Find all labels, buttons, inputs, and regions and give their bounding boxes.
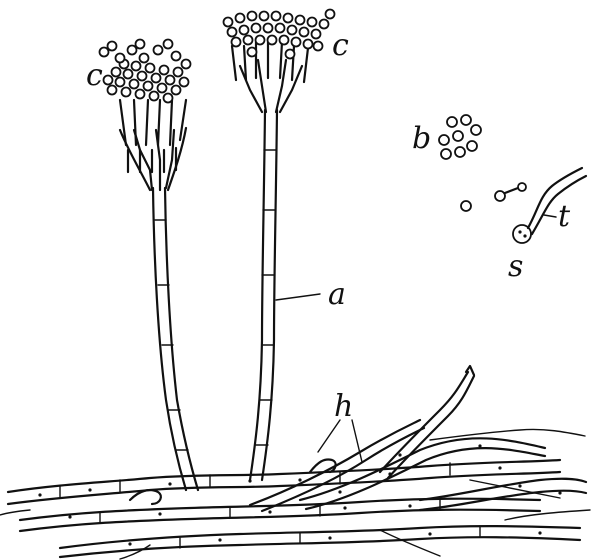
label-a: a [328,277,346,312]
mycelium-hyphae [0,366,590,559]
leader-a [276,294,320,300]
left-conidiophore [100,40,199,491]
label-t: t [558,199,571,234]
label-c-left: c [86,58,103,93]
label-s: s [508,249,523,284]
loose-conidia [439,115,481,159]
label-b: b [412,121,431,156]
right-conidiophore [224,10,335,481]
leader-t [544,215,556,217]
labels: c c a b t s h [86,28,571,462]
label-c-right: c [332,28,349,63]
label-h: h [334,389,353,424]
